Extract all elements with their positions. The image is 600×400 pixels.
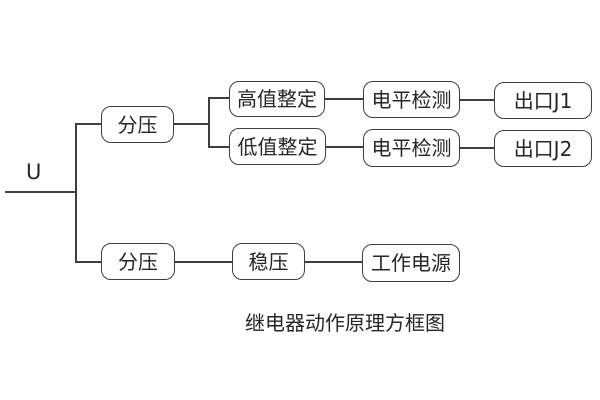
connector-trunk-to-divider-bottom	[75, 261, 102, 263]
connector-level1-to-j1	[459, 99, 495, 101]
connector-high-to-level1	[324, 98, 364, 100]
connector-branch-vertical	[208, 97, 210, 148]
connector-trunk-to-divider-top	[75, 123, 102, 125]
input-voltage-label: U	[26, 160, 42, 184]
node-output-j1: 出口J1	[494, 82, 592, 119]
connector-regulator-to-power	[305, 261, 363, 263]
node-working-power: 工作电源	[362, 244, 460, 282]
node-output-j2: 出口J2	[494, 130, 592, 167]
node-level-detect-1: 电平检测	[363, 81, 460, 118]
node-level-detect-2: 电平检测	[363, 129, 460, 167]
node-voltage-divider-top: 分压	[101, 106, 174, 143]
node-low-value-setting: 低值整定	[229, 128, 326, 165]
node-voltage-regulator: 稳压	[232, 243, 305, 280]
connector-input-line	[5, 191, 77, 193]
connector-branch-to-low	[208, 146, 230, 148]
connector-branch-to-high	[208, 97, 230, 99]
node-voltage-divider-bottom: 分压	[101, 243, 175, 280]
connector-low-to-level2	[325, 146, 364, 148]
connector-trunk-vertical	[75, 123, 77, 263]
connector-divider-bottom-to-regulator	[174, 261, 233, 263]
connector-divider-top-to-branch	[173, 123, 210, 125]
diagram-caption: 继电器动作原理方框图	[245, 311, 445, 335]
node-high-value-setting: 高值整定	[229, 81, 325, 117]
connector-level2-to-j2	[459, 147, 495, 149]
